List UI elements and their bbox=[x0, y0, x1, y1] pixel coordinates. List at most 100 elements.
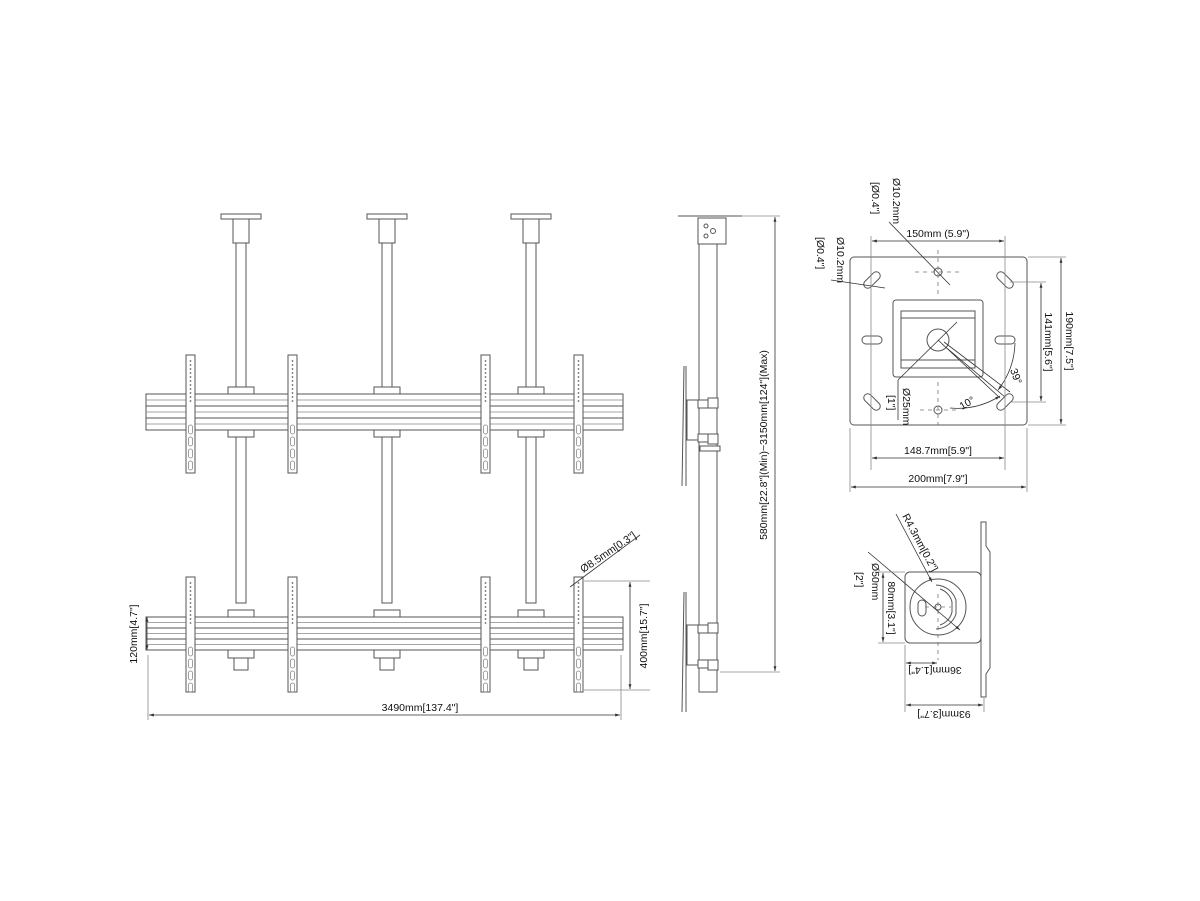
arm-hole bbox=[484, 360, 487, 362]
arm-slot bbox=[483, 460, 488, 471]
arm-hole bbox=[189, 582, 192, 584]
arm-hole bbox=[189, 372, 192, 374]
side-hole-inch-label: [Ø0.4"] bbox=[814, 237, 826, 269]
arm-hole bbox=[484, 388, 487, 390]
side-display-mount-lower bbox=[681, 591, 719, 713]
ceiling-plate bbox=[366, 213, 408, 220]
arm-hole bbox=[189, 364, 192, 366]
arm-slot bbox=[290, 436, 295, 447]
arm-slot bbox=[188, 646, 193, 657]
arm-hole bbox=[291, 610, 294, 612]
arm-hole bbox=[291, 360, 294, 362]
arm-slot bbox=[576, 682, 581, 693]
arm-hole bbox=[577, 360, 580, 362]
arm-hole bbox=[577, 602, 580, 604]
arm-hole bbox=[577, 598, 580, 600]
arm-slot bbox=[483, 424, 488, 435]
arm-slot bbox=[188, 460, 193, 471]
arm-hole bbox=[189, 602, 192, 604]
vesa-arm bbox=[185, 354, 196, 474]
arm-slot bbox=[576, 658, 581, 669]
top-hole-label: Ø10.2mm bbox=[890, 178, 902, 224]
pole-end-cap bbox=[523, 657, 539, 671]
arm-slot bbox=[188, 670, 193, 681]
drop-length-label: 580mm[22.8"](Min)~3150mm[124"](Max) bbox=[758, 350, 770, 540]
bar-clamp bbox=[373, 649, 401, 659]
arm-slot bbox=[290, 460, 295, 471]
arm-slot bbox=[188, 448, 193, 459]
arm-hole bbox=[577, 618, 580, 620]
arm-hole bbox=[291, 400, 294, 402]
arm-slot bbox=[576, 670, 581, 681]
arm-hole bbox=[484, 614, 487, 616]
center-hole-label: Ø25mm bbox=[900, 388, 912, 426]
arm-hole bbox=[577, 368, 580, 370]
arm-hole bbox=[291, 368, 294, 370]
arm-hole bbox=[484, 368, 487, 370]
pole-bracket bbox=[232, 218, 250, 244]
arm-hole bbox=[577, 392, 580, 394]
radius-label: R4.3mm[0.2"] bbox=[899, 512, 940, 574]
vesa-arm bbox=[573, 354, 584, 474]
arm-slot bbox=[188, 658, 193, 669]
arm-hole bbox=[291, 614, 294, 616]
arm-hole bbox=[484, 396, 487, 398]
arm-slot bbox=[576, 646, 581, 657]
arm-slot bbox=[483, 658, 488, 669]
arm-slot bbox=[483, 436, 488, 447]
arm-hole bbox=[291, 376, 294, 378]
arm-slot bbox=[188, 424, 193, 435]
arm-hole bbox=[291, 594, 294, 596]
arm-hole bbox=[484, 622, 487, 624]
bracket-width-label: 93mm[3.7"] bbox=[917, 708, 970, 720]
arm-hole bbox=[189, 400, 192, 402]
arm-hole bbox=[484, 364, 487, 366]
arm-slot bbox=[483, 448, 488, 459]
arm-hole bbox=[189, 376, 192, 378]
arm-height-label: 400mm[15.7"] bbox=[638, 603, 650, 668]
arm-hole bbox=[189, 392, 192, 394]
arm-slot bbox=[188, 436, 193, 447]
arm-slot bbox=[576, 436, 581, 447]
arm-hole bbox=[189, 396, 192, 398]
arm-hole bbox=[484, 606, 487, 608]
pole-end-cap bbox=[233, 657, 249, 671]
circle-diameter-label: Ø50mm bbox=[869, 563, 881, 601]
arm-hole bbox=[291, 380, 294, 382]
bracket-height-label: 80mm[3.1"] bbox=[885, 581, 897, 634]
arm-hole bbox=[291, 590, 294, 592]
arm-hole bbox=[577, 388, 580, 390]
arm-hole bbox=[291, 618, 294, 620]
arm-hole bbox=[189, 368, 192, 370]
front-view bbox=[145, 213, 624, 693]
arm-slot bbox=[483, 646, 488, 657]
arm-hole bbox=[577, 376, 580, 378]
ceiling-plate bbox=[220, 213, 262, 220]
arm-slot bbox=[290, 658, 295, 669]
arm-hole bbox=[291, 384, 294, 386]
arm-hole bbox=[484, 594, 487, 596]
top-hole-inch-label: [Ø0.4"] bbox=[869, 182, 881, 214]
offset-label: 36mm[1.4"] bbox=[908, 664, 961, 676]
plate-height-label: 190mm[7.5"] bbox=[1063, 311, 1075, 370]
arm-hole bbox=[577, 610, 580, 612]
plate-width-label: 200mm[7.9"] bbox=[908, 473, 967, 485]
arm-hole bbox=[484, 590, 487, 592]
arm-slot bbox=[483, 670, 488, 681]
arm-hole bbox=[484, 598, 487, 600]
arm-slot bbox=[483, 682, 488, 693]
arm-hole bbox=[577, 364, 580, 366]
arm-hole bbox=[484, 372, 487, 374]
arm-hole bbox=[484, 376, 487, 378]
arm-hole bbox=[484, 400, 487, 402]
arm-slot bbox=[290, 682, 295, 693]
top-spacing-label: 150mm (5.9") bbox=[906, 228, 969, 240]
arm-hole bbox=[189, 360, 192, 362]
arm-hole bbox=[189, 384, 192, 386]
arm-hole bbox=[577, 594, 580, 596]
arm-hole bbox=[291, 364, 294, 366]
arm-hole bbox=[577, 590, 580, 592]
arm-hole bbox=[189, 622, 192, 624]
arm-hole bbox=[577, 606, 580, 608]
arm-hole bbox=[291, 602, 294, 604]
